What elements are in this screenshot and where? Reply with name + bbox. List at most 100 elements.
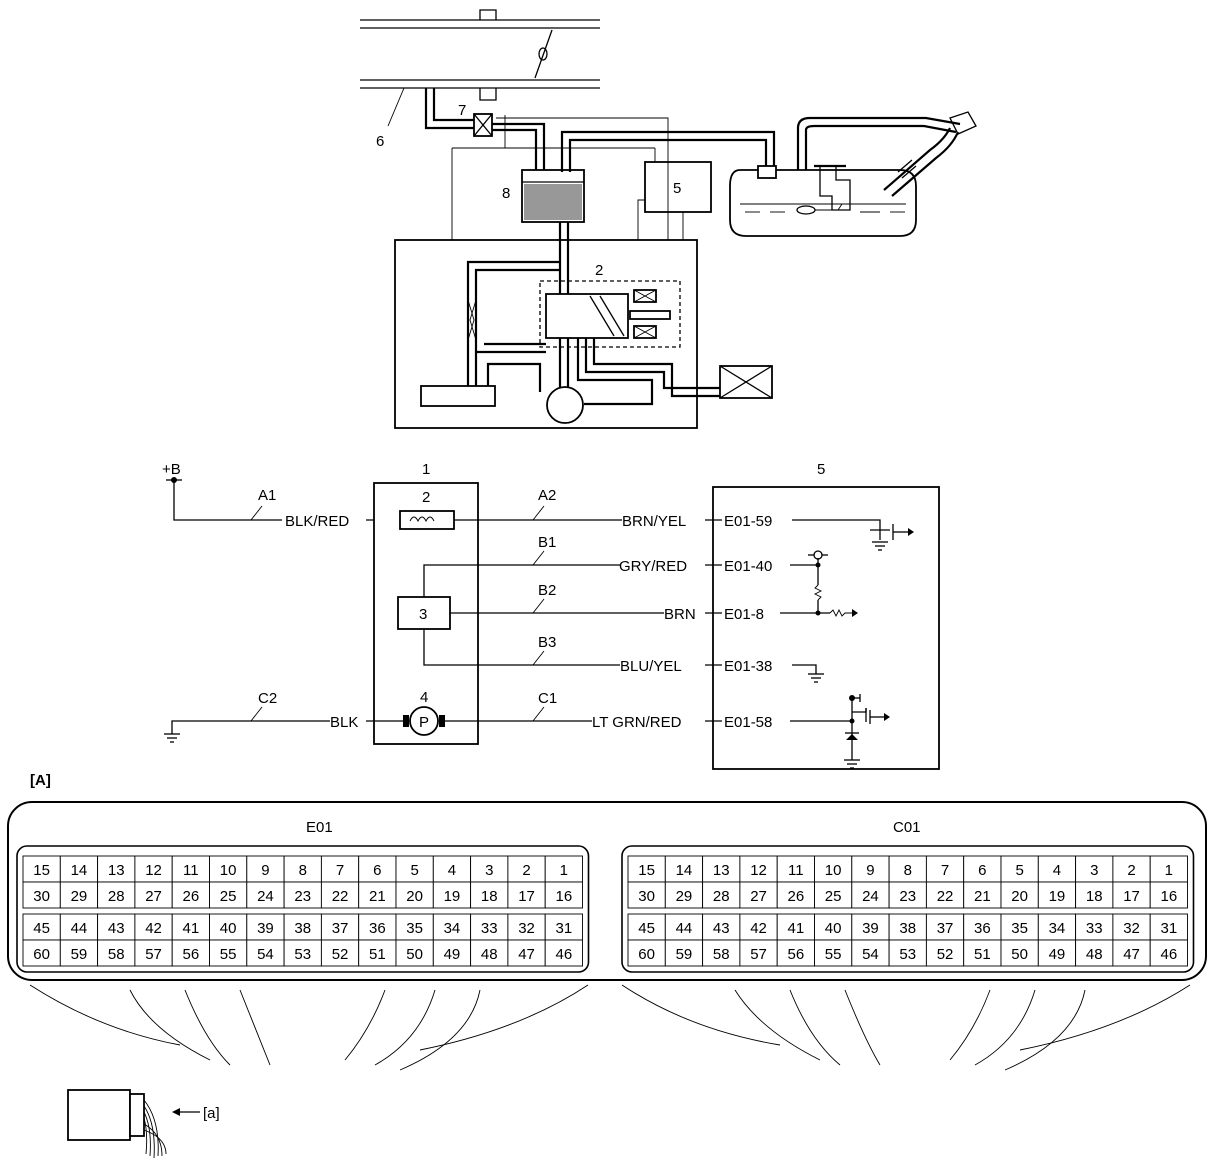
c01-pin-1: 1 — [1165, 862, 1173, 879]
e01-cell-frame — [283, 881, 322, 909]
c01-cell-frame — [776, 855, 815, 883]
wiring-diagram: +B A1 BLK/RED 1 2 A2 BRN/YEL B1 GRY/RED … — [162, 461, 940, 770]
e01-pin-4: 4 — [448, 862, 456, 879]
c01-pin-14: 14 — [676, 862, 693, 879]
terminal-e01-59: E01-59 — [724, 513, 772, 530]
c01-pin-37: 37 — [937, 920, 954, 937]
e01-pin-20: 20 — [406, 888, 423, 905]
wire-a2-color: BRN/YEL — [622, 513, 686, 530]
e01-cell-frame — [97, 881, 136, 909]
c01-pin-5: 5 — [1015, 862, 1023, 879]
c01-pin-53: 53 — [899, 946, 916, 963]
e01-pin-46: 46 — [556, 946, 573, 963]
e01-cell-frame — [507, 881, 546, 909]
wire-b2-label: B2 — [538, 582, 556, 599]
c01-pin-32: 32 — [1123, 920, 1140, 937]
c01-pin-26: 26 — [788, 888, 805, 905]
e01-cell-frame — [283, 939, 322, 967]
intake-duct-lower — [360, 79, 600, 101]
e01-cell-frame — [395, 913, 434, 941]
c01-cell-frame — [702, 913, 741, 941]
c01-pin-16: 16 — [1161, 888, 1178, 905]
e01-pin-21: 21 — [369, 888, 386, 905]
transistor-e01-59 — [792, 519, 914, 551]
ecm-box-5 — [644, 161, 712, 213]
c01-pin-10: 10 — [825, 862, 842, 879]
connector-housing — [7, 801, 1207, 981]
hydraulic-label-5: 5 — [673, 180, 681, 197]
c01-cell-frame — [925, 939, 965, 967]
e01-cell-frame — [246, 855, 285, 883]
e01-cell-frame — [22, 939, 61, 967]
e01-cell-frame — [209, 939, 248, 967]
e01-pin-29: 29 — [71, 888, 88, 905]
c01-cell-frame — [664, 881, 704, 909]
c01-pin-56: 56 — [788, 946, 805, 963]
terminal-e01-8: E01-8 — [724, 606, 764, 623]
e01-pin-57: 57 — [145, 946, 162, 963]
pump-4-label: 4 — [420, 689, 428, 706]
harness-wires — [29, 984, 1191, 1071]
c01-pin-27: 27 — [750, 888, 767, 905]
e01-pin-41: 41 — [183, 920, 200, 937]
wire-a2-label: A2 — [538, 487, 556, 504]
wire-b1-label: B1 — [538, 534, 556, 551]
ecm-5-label: 5 — [817, 461, 825, 478]
e01-pin-50: 50 — [406, 946, 423, 963]
wire-b3-color: BLU/YEL — [620, 658, 682, 675]
c01-pin-57: 57 — [750, 946, 767, 963]
e01-pin-45: 45 — [33, 920, 50, 937]
c01-cell-frame — [1112, 913, 1151, 941]
e01-pin-19: 19 — [444, 888, 461, 905]
e01-cell-frame — [97, 939, 136, 967]
e01-pin-55: 55 — [220, 946, 237, 963]
c01-pin-7: 7 — [941, 862, 949, 879]
c01-pin-51: 51 — [974, 946, 991, 963]
c01-pin-13: 13 — [713, 862, 730, 879]
c01-cell-frame — [776, 939, 815, 967]
c01-cell-frame — [1000, 881, 1039, 909]
e01-cell-frame — [395, 855, 434, 883]
throttle-plate — [534, 29, 553, 79]
e01-cell-frame — [134, 939, 173, 967]
c01-pin-18: 18 — [1086, 888, 1103, 905]
c01-cell-frame — [1149, 881, 1188, 909]
e01-cell-frame — [134, 913, 173, 941]
c01-cell-frame — [664, 913, 704, 941]
c01-pin-45: 45 — [638, 920, 655, 937]
e01-pin-48: 48 — [481, 946, 498, 963]
fuel-tank — [729, 111, 977, 237]
c01-pin-6: 6 — [978, 862, 986, 879]
e01-pin-8: 8 — [299, 862, 307, 879]
e01-cell-frame — [507, 855, 546, 883]
c01-pin-39: 39 — [862, 920, 879, 937]
e01-pin-33: 33 — [481, 920, 498, 937]
wire-a1-color: BLK/RED — [285, 513, 349, 530]
e01-pin-59: 59 — [71, 946, 88, 963]
c01-cell-frame — [627, 939, 666, 967]
c01-pin-9: 9 — [866, 862, 874, 879]
pump-reservoir — [420, 385, 496, 407]
e01-pin-58: 58 — [108, 946, 125, 963]
e01-cell-frame — [432, 881, 472, 909]
c01-pin-54: 54 — [862, 946, 879, 963]
c01-cell-frame — [1149, 939, 1188, 967]
wire-c1-label: C1 — [538, 690, 557, 707]
c01-pin-30: 30 — [638, 888, 655, 905]
hydraulic-label-2: 2 — [595, 262, 603, 279]
c01-cell-frame — [776, 913, 815, 941]
e01-pin-13: 13 — [108, 862, 125, 879]
e01-cell-frame — [171, 939, 210, 967]
e01-cell-frame — [470, 939, 509, 967]
e01-cell-frame — [22, 881, 61, 909]
hydraulic-label-6: 6 — [376, 133, 384, 150]
c01-pin-2: 2 — [1127, 862, 1135, 879]
e01-pin-7: 7 — [336, 862, 344, 879]
c01-cell-frame — [1075, 881, 1114, 909]
c01-pin-34: 34 — [1049, 920, 1066, 937]
pump-motor-circle — [546, 386, 584, 424]
c01-pin-48: 48 — [1086, 946, 1103, 963]
e01-pin-38: 38 — [294, 920, 311, 937]
